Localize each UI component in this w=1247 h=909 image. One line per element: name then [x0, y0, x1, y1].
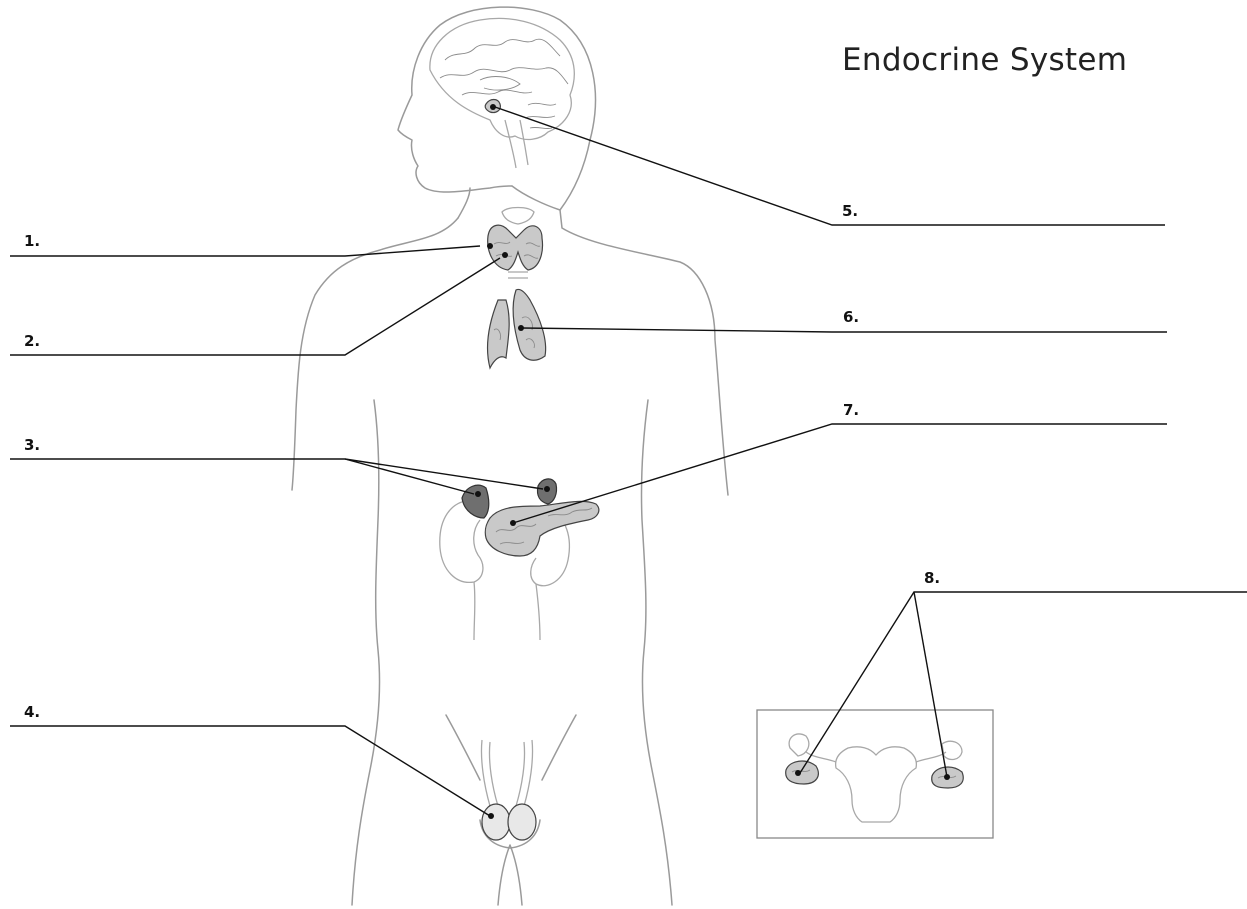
diagram-title: Endocrine System [842, 42, 1127, 78]
brain [430, 18, 574, 168]
label-1: 1. [24, 232, 40, 250]
label-6: 6. [843, 308, 859, 326]
label-2: 2. [24, 332, 40, 350]
label-5: 5. [842, 202, 858, 220]
testes [481, 740, 536, 840]
label-8: 8. [924, 569, 940, 587]
label-4: 4. [24, 703, 40, 721]
pancreas [485, 501, 599, 556]
ovary-inset [757, 710, 993, 838]
thyroid-gland [487, 208, 542, 279]
label-7: 7. [843, 401, 859, 419]
leader-lines [10, 107, 1247, 816]
label-3: 3. [24, 436, 40, 454]
pituitary-gland [485, 100, 500, 113]
